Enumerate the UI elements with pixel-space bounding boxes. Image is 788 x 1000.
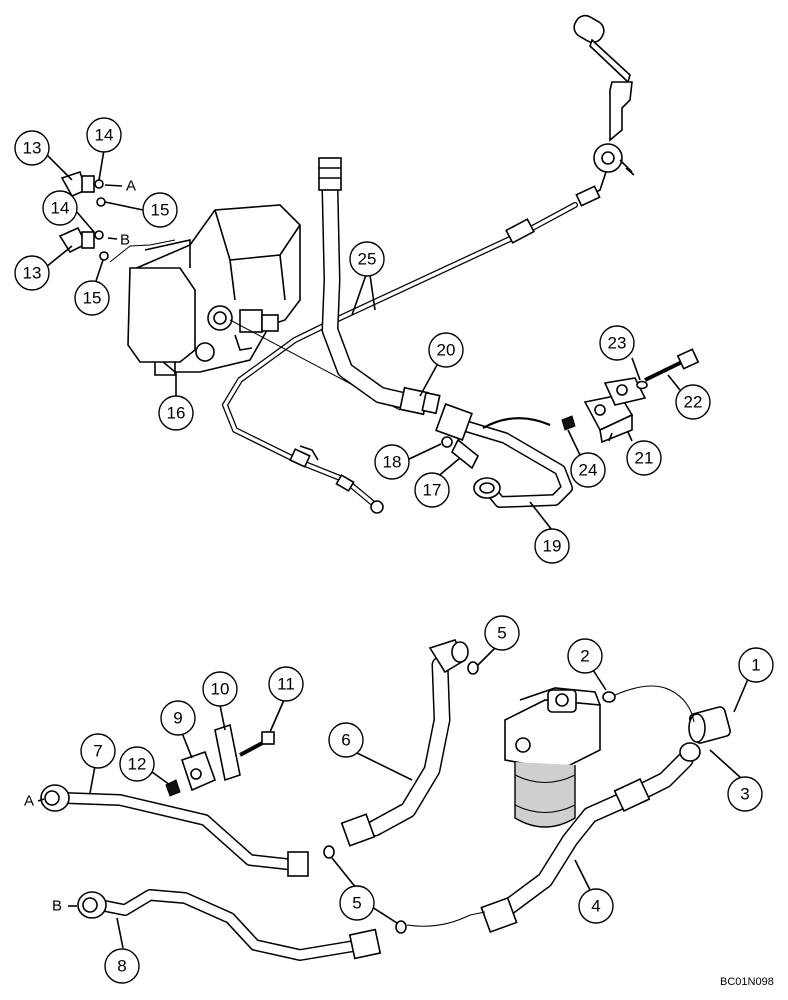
- drawing-code: BC01N098: [720, 976, 774, 988]
- port-label-b-lower: B: [52, 898, 62, 915]
- control-cable: [221, 202, 578, 514]
- callout-19: 19: [534, 528, 570, 564]
- elbow-fitting-a: [60, 170, 106, 207]
- callout-7: 7: [80, 733, 116, 769]
- control-lever: [573, 14, 635, 207]
- svg-text:14: 14: [95, 126, 114, 145]
- svg-text:20: 20: [437, 341, 456, 360]
- callout-15-upper: 15: [142, 192, 178, 228]
- hose-4: [480, 742, 701, 934]
- callout-3: 3: [727, 776, 763, 812]
- callout-24: 24: [570, 452, 606, 488]
- svg-text:9: 9: [173, 709, 182, 728]
- svg-text:19: 19: [543, 537, 562, 556]
- svg-text:24: 24: [579, 461, 598, 480]
- svg-text:7: 7: [93, 742, 102, 761]
- callout-10: 10: [202, 671, 238, 707]
- callout-12: 12: [119, 746, 155, 782]
- filter-assembly: [504, 687, 601, 828]
- svg-text:21: 21: [635, 449, 654, 468]
- callout-13-upper: 13: [14, 130, 50, 166]
- svg-text:22: 22: [684, 393, 703, 412]
- svg-text:13: 13: [23, 139, 42, 158]
- svg-text:6: 6: [341, 731, 350, 750]
- callout-6: 6: [328, 722, 364, 758]
- callout-17: 17: [414, 472, 450, 508]
- callout-18: 18: [374, 444, 410, 480]
- callout-14-lower: 14: [42, 190, 78, 226]
- callout-23: 23: [599, 325, 635, 361]
- callout-21: 21: [626, 440, 662, 476]
- elbow-fitting-b: [58, 226, 109, 261]
- hose-25: [318, 157, 441, 416]
- callout-15-lower: 15: [74, 280, 110, 316]
- callout-13-lower: 13: [14, 255, 50, 291]
- svg-text:A: A: [126, 178, 136, 195]
- hose-6: [340, 639, 469, 847]
- callout-25: 25: [349, 241, 385, 277]
- svg-text:1: 1: [751, 656, 760, 675]
- svg-text:14: 14: [51, 199, 70, 218]
- svg-text:13: 13: [23, 264, 42, 283]
- tube-7: [40, 784, 309, 877]
- svg-text:23: 23: [608, 334, 627, 353]
- callout-1: 1: [738, 647, 774, 683]
- callout-11: 11: [268, 666, 304, 702]
- svg-text:B: B: [52, 898, 62, 915]
- tee-and-tube-19: [435, 403, 573, 508]
- callout-8: 8: [104, 948, 140, 984]
- svg-text:18: 18: [383, 453, 402, 472]
- svg-text:2: 2: [580, 647, 589, 666]
- svg-text:B: B: [120, 232, 130, 249]
- callout-16: 16: [158, 395, 194, 431]
- svg-text:17: 17: [423, 481, 442, 500]
- tube-8: [77, 889, 382, 961]
- svg-text:A: A: [24, 793, 34, 810]
- callout-2: 2: [567, 638, 603, 674]
- svg-text:4: 4: [591, 897, 600, 916]
- bolt-22: [561, 348, 700, 431]
- callout-22: 22: [675, 384, 711, 420]
- svg-text:5: 5: [352, 894, 361, 913]
- svg-text:10: 10: [211, 680, 230, 699]
- callout-20: 20: [428, 332, 464, 368]
- svg-text:15: 15: [83, 289, 102, 308]
- svg-text:15: 15: [151, 201, 170, 220]
- callout-14-upper: 14: [86, 117, 122, 153]
- svg-text:16: 16: [167, 404, 186, 423]
- svg-text:25: 25: [358, 250, 377, 269]
- o-rings-5: [323, 661, 486, 934]
- clamp-21: [583, 377, 647, 444]
- callout-9: 9: [160, 700, 196, 736]
- svg-text:3: 3: [740, 785, 749, 804]
- svg-text:12: 12: [128, 755, 147, 774]
- svg-text:11: 11: [277, 675, 295, 694]
- svg-text:5: 5: [497, 624, 506, 643]
- port-label-b-upper: B: [120, 232, 130, 249]
- callout-4: 4: [578, 888, 614, 924]
- callout-5-upper: 5: [484, 615, 520, 651]
- hydraulic-valve-body: [109, 204, 401, 411]
- adapter-fitting-1: [602, 685, 731, 744]
- port-label-a-upper: A: [126, 178, 136, 195]
- svg-text:8: 8: [117, 957, 126, 976]
- callout-5-lower: 5: [339, 885, 375, 921]
- port-label-a-lower: A: [24, 793, 34, 810]
